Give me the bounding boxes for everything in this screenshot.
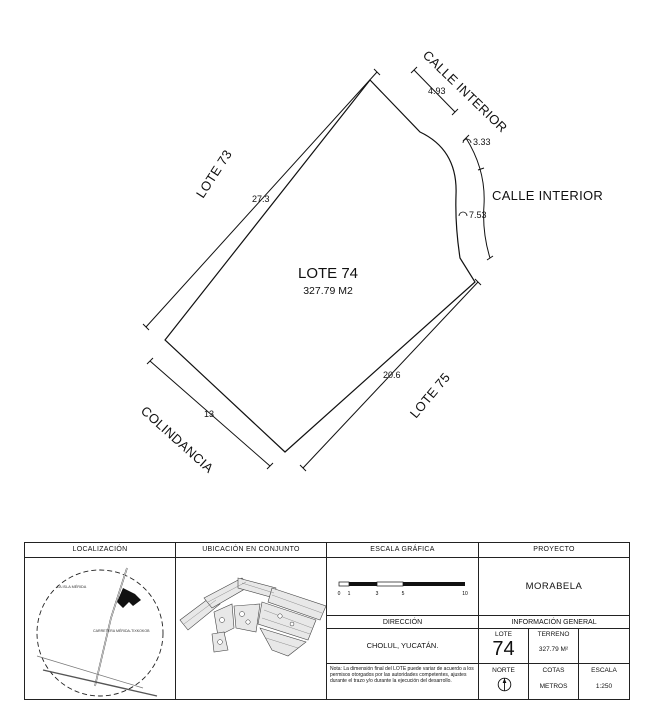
ubicacion-header: UBICACIÓN EN CONJUNTO <box>176 543 326 558</box>
escala-value: 1:250 <box>595 683 613 690</box>
info-general-header: INFORMACIÓN GENERAL <box>479 615 629 629</box>
escala-label: ESCALA <box>591 667 617 674</box>
escala-direccion-panel: ESCALA GRÁFICA 0 1 3 5 10 DIRECCIÓN CHOL… <box>327 543 479 699</box>
cotas-value: METROS <box>539 683 568 690</box>
dim-curve-lower-value: 7.53 <box>469 210 487 220</box>
localizacion-panel: LOCALIZACIÓN LA ISLA MÉRIDA CARRETERA MÉ… <box>25 543 176 699</box>
nota-text: Nota: La dimensión final del LOTE puede … <box>327 663 478 700</box>
norte-label: NORTE <box>492 667 515 674</box>
arc-symbol-lower <box>458 211 468 217</box>
lot-plan: LOTE 74 327.79 M2 CALLE INTERIOR CALLE I… <box>138 47 603 476</box>
direccion-header: DIRECCIÓN <box>327 615 478 629</box>
label-lote-75: LOTE 75 <box>407 370 453 421</box>
dim-arc-right <box>462 134 494 261</box>
scale-tick-10: 10 <box>462 591 468 597</box>
dim-curve-upper-value: 3.33 <box>473 137 491 147</box>
lot-boundary <box>164 79 476 453</box>
map-label-isla: LA ISLA MÉRIDA <box>57 584 87 589</box>
dim-line-bottom <box>146 357 274 470</box>
title-block: LOCALIZACIÓN LA ISLA MÉRIDA CARRETERA MÉ… <box>24 542 630 700</box>
scale-tick-0: 0 <box>338 591 341 597</box>
dim-line-left <box>142 68 381 331</box>
lot-title: LOTE 74 <box>298 265 358 282</box>
dim-bottom-value: 13 <box>204 409 214 419</box>
norte-cell: NORTE <box>479 663 529 700</box>
escala-grafica-header: ESCALA GRÁFICA <box>327 543 478 558</box>
cotas-label: COTAS <box>542 667 565 674</box>
dim-line-right <box>299 278 482 472</box>
map-label-carretera: CARRETERA MÉRIDA-TIXKOKOB <box>93 628 150 633</box>
cotas-cell: COTAS METROS <box>529 663 579 700</box>
location-map: LA ISLA MÉRIDA CARRETERA MÉRIDA-TIXKOKOB <box>36 567 164 697</box>
graphic-scale: 0 1 3 5 10 <box>338 581 468 597</box>
site-plan-thumbnail <box>179 577 326 657</box>
dim-line-top <box>410 66 459 116</box>
terreno-label: TERRENO <box>537 631 570 638</box>
lote-value: 74 <box>492 638 515 660</box>
terreno-cell: TERRENO 327.79 M² <box>529 629 579 663</box>
escala-cell: ESCALA 1:250 <box>579 663 629 700</box>
scale-tick-5: 5 <box>402 591 405 597</box>
label-calle-interior-right: CALLE INTERIOR <box>492 188 603 203</box>
lote-label: LOTE <box>495 631 512 638</box>
proyecto-value: MORABELA <box>525 581 583 592</box>
arc-symbol-upper <box>462 138 472 144</box>
terreno-value: 327.79 M² <box>538 646 569 653</box>
north-arrow-icon <box>497 677 512 692</box>
localizacion-header: LOCALIZACIÓN <box>25 543 175 558</box>
dim-left-value: 27.3 <box>252 194 270 204</box>
dim-right-value: 20.6 <box>383 370 401 380</box>
lot-area: 327.79 M2 <box>303 285 353 297</box>
lote-cell: LOTE 74 <box>479 629 529 663</box>
direccion-value: CHOLUL, YUCATÁN. <box>366 641 439 650</box>
ubicacion-panel: UBICACIÓN EN CONJUNTO <box>176 543 327 699</box>
location-marker <box>117 588 141 608</box>
scale-tick-3: 3 <box>376 591 379 597</box>
label-lote-73: LOTE 73 <box>193 147 235 201</box>
proyecto-header: PROYECTO <box>479 543 629 558</box>
dim-top-value: 4.93 <box>428 86 446 96</box>
scale-tick-1: 1 <box>348 591 351 597</box>
proyecto-panel: PROYECTO MORABELA INFORMACIÓN GENERAL LO… <box>479 543 629 700</box>
